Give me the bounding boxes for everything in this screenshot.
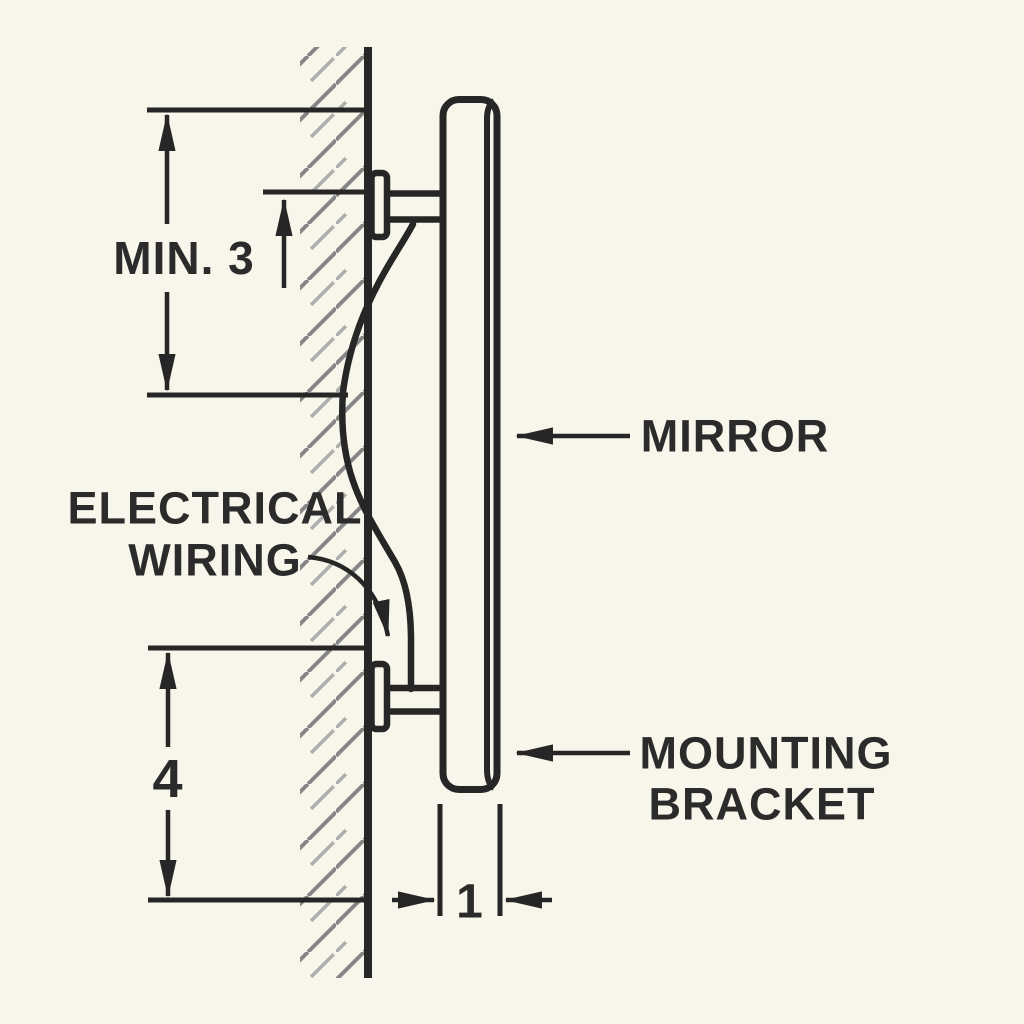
mirror <box>439 96 501 793</box>
dimension-4-label: 4 <box>152 749 183 809</box>
min3-dimension-label: MIN. 3 <box>113 232 254 284</box>
lower-mounting-bracket <box>368 660 441 733</box>
extension-lines <box>147 107 503 916</box>
mirror-label: MIRROR <box>641 411 829 462</box>
mounting-bracket-label-line1: MOUNTING <box>640 728 893 779</box>
electrical-wiring-label-line1: ELECTRICAL <box>68 483 363 534</box>
mirror-face-line <box>484 98 496 791</box>
mounting-bracket-label-line2: BRACKET <box>649 779 876 830</box>
dimension-1-label: 1 <box>456 876 484 929</box>
wall-hatching <box>300 47 365 978</box>
dimension-min3 <box>158 113 293 392</box>
upper-bracket-plate <box>368 169 391 241</box>
electrical-wiring-label-line2: WIRING <box>128 535 301 586</box>
upper-mounting-bracket <box>368 169 441 241</box>
electrical-wire <box>338 220 417 693</box>
mirror-body <box>439 96 501 793</box>
lower-bracket-plate <box>368 660 391 733</box>
wiring-leader-arrow <box>307 554 391 638</box>
